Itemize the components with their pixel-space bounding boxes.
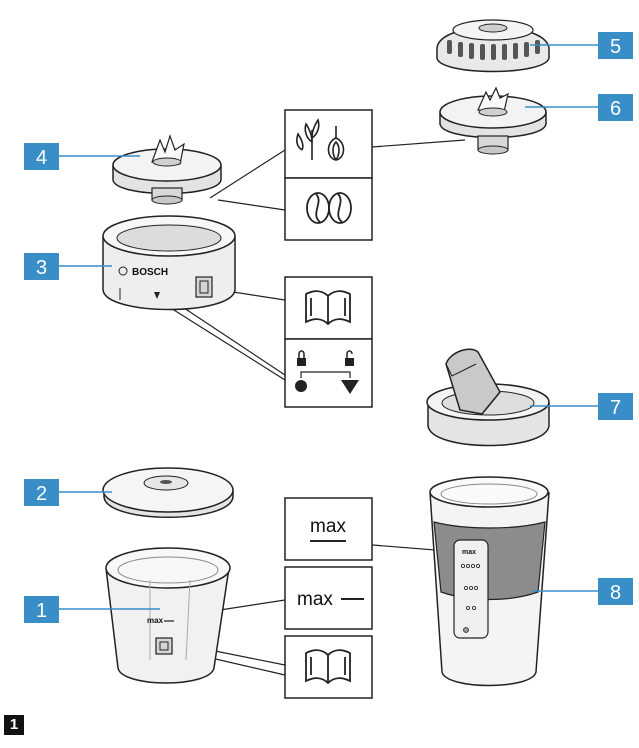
dot-marker-icon: [295, 380, 307, 392]
bowl-max-text: max: [147, 616, 164, 625]
base-brand-text: BOSCH: [132, 267, 168, 278]
part-label-7: 7: [598, 393, 633, 420]
book-icon: [305, 290, 351, 326]
info-box-coffee-beans: [284, 177, 373, 241]
book-icon: [305, 649, 351, 685]
info-box-max-b: max: [284, 566, 373, 630]
svg-text:7: 7: [610, 397, 621, 419]
universal-blade-illustration: [439, 86, 547, 155]
triangle-marker-icon: [341, 380, 359, 394]
max-label-a: max: [310, 516, 346, 537]
part-label-1: 1: [24, 596, 59, 623]
info-box-herbs-onion: [284, 109, 373, 179]
part-label-2: 2: [24, 479, 59, 506]
lock-open-icon: [345, 350, 354, 366]
chopping-blade-illustration: [112, 134, 222, 205]
part-label-3: 3: [24, 253, 59, 280]
cup-max-text: max: [462, 549, 476, 556]
svg-text:8: 8: [610, 582, 621, 604]
number-labels: 4 3 2 1 5 6 7 8: [24, 32, 633, 623]
svg-text:5: 5: [610, 36, 621, 58]
bowl-lid-illustration: [102, 467, 234, 518]
part-label-4: 4: [24, 143, 59, 170]
max-label-b: max: [297, 589, 333, 610]
part-label-5: 5: [598, 32, 633, 59]
to-go-lid-illustration: [426, 348, 550, 447]
info-box-max-a: max: [284, 497, 373, 561]
svg-text:1: 1: [36, 600, 47, 622]
lock-closed-icon: [297, 350, 306, 366]
svg-text:4: 4: [36, 147, 47, 169]
blender-cup-illustration: max: [429, 476, 550, 687]
info-box-manual-2: [284, 635, 373, 699]
blade-base-illustration: BOSCH: [102, 215, 236, 311]
svg-text:3: 3: [36, 257, 47, 279]
part-label-8: 8: [598, 578, 633, 605]
blade-guard-illustration: [436, 19, 550, 73]
bowl-illustration: max: [105, 547, 231, 684]
figure-number-badge: 1: [4, 715, 24, 735]
info-box-lock: [284, 338, 373, 408]
svg-text:2: 2: [36, 483, 47, 505]
info-box-manual-1: [284, 276, 373, 340]
part-label-6: 6: [598, 94, 633, 121]
svg-text:6: 6: [610, 98, 621, 120]
